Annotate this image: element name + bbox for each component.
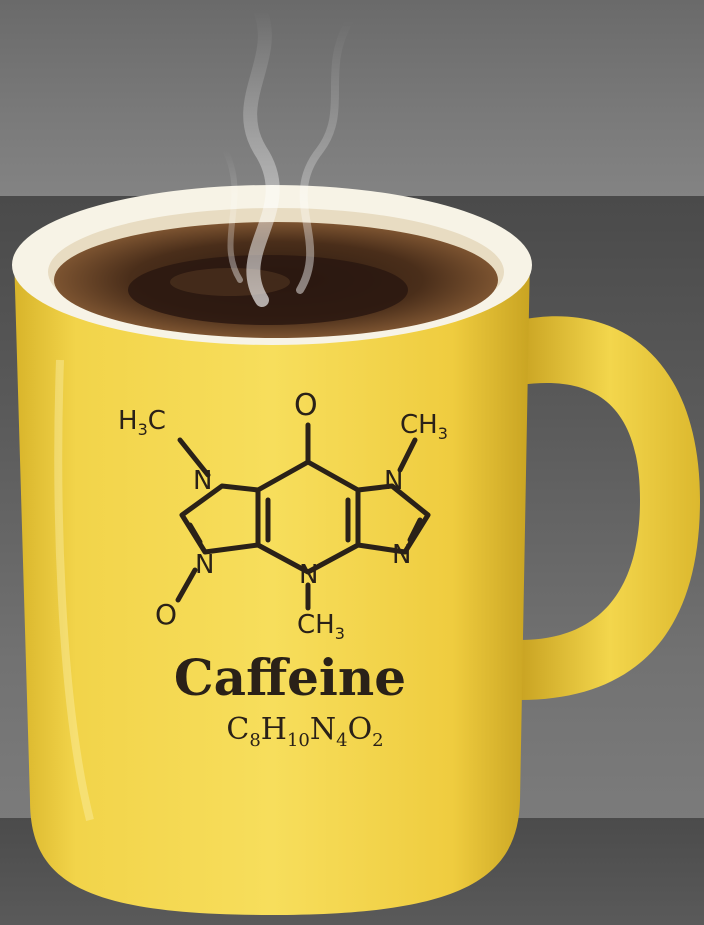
mug-body — [14, 236, 530, 915]
nitrogen-label: N — [384, 466, 404, 496]
background-top — [0, 0, 704, 196]
ch3-bottom-label: CH3 — [297, 610, 345, 644]
mug-handle — [520, 316, 700, 700]
mug-highlight — [54, 359, 94, 821]
nitrogen-label: N — [193, 466, 213, 496]
caffeine-structure — [175, 422, 431, 611]
oxygen-left-label: O — [155, 598, 178, 631]
caffeine-title: Caffeine — [173, 648, 407, 707]
ch3-right-label: CH3 — [400, 410, 448, 444]
h3c-label: H3C — [118, 406, 166, 440]
nitrogen-label: N — [195, 550, 215, 580]
nitrogen-label: N — [392, 540, 412, 570]
nitrogen-label: N — [299, 560, 319, 590]
steam-wisp — [296, 16, 354, 294]
caffeine-formula: C8H10N4O2 — [226, 712, 384, 751]
steam-wisp-2 — [222, 147, 243, 283]
steam — [243, 3, 280, 307]
oxygen-top-label: O — [294, 388, 318, 423]
